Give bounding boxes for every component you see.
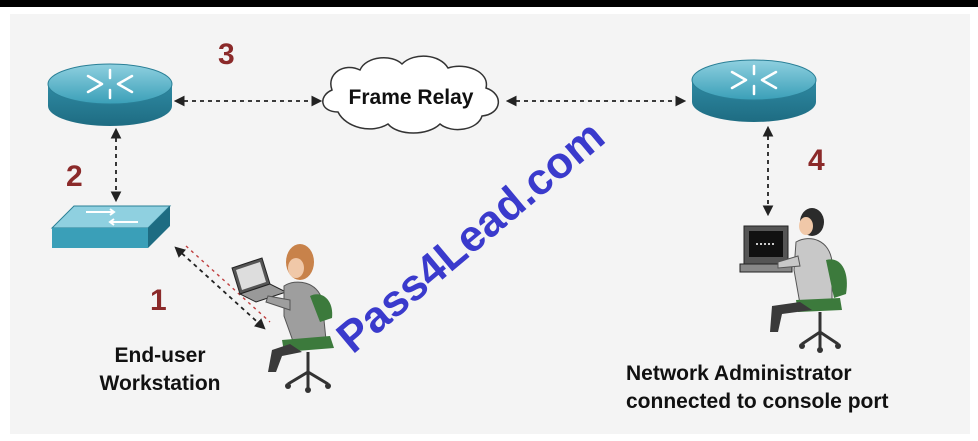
- enduser-label-line2: Workstation: [100, 372, 221, 395]
- person-at-computer-icon: [739, 208, 847, 353]
- step-number-2: 2: [66, 160, 83, 193]
- router-icon: [691, 59, 817, 122]
- link-switch-to-workstation: [174, 246, 266, 330]
- link-switch-to-workstation-shadow: [185, 245, 271, 323]
- cloud-icon: [322, 55, 499, 134]
- switch-icon: [50, 205, 172, 248]
- step-number-4: 4: [808, 144, 825, 177]
- cloud-label: Frame Relay: [349, 86, 474, 109]
- enduser-label-line1: End-user: [114, 344, 205, 367]
- top-border: [0, 0, 978, 7]
- admin-label-line2: connected to console port: [626, 390, 889, 413]
- admin-label-line1: Network Administrator: [626, 362, 852, 385]
- router-icon: [47, 63, 173, 126]
- step-number-1: 1: [150, 284, 167, 317]
- person-at-computer-icon: [231, 244, 334, 393]
- step-number-3: 3: [218, 38, 235, 71]
